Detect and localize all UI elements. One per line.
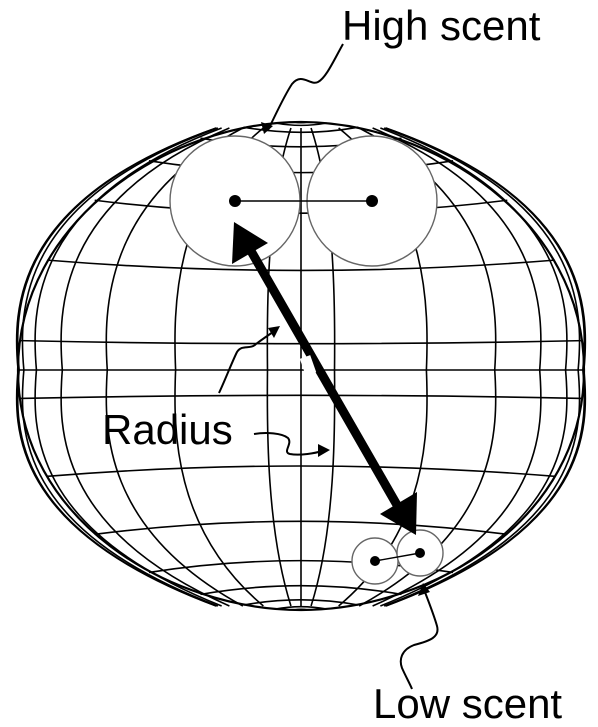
longitude-line bbox=[358, 127, 497, 607]
radius-leader-lower-arrowhead bbox=[318, 444, 330, 457]
high-scent-label: High scent bbox=[342, 2, 541, 49]
sphere-outline bbox=[16, 120, 586, 612]
longitude-line bbox=[105, 127, 244, 607]
longitude-line bbox=[60, 127, 230, 607]
low-scent-leader-arrowhead bbox=[418, 583, 430, 596]
longitude-line bbox=[21, 127, 219, 607]
high-scent-center-right bbox=[366, 195, 378, 207]
low-scent-leader bbox=[399, 586, 439, 690]
radius-leader-upper-arrowhead bbox=[268, 326, 280, 338]
low-scent-connector bbox=[374, 552, 421, 562]
low-scent-label: Low scent bbox=[373, 680, 562, 727]
longitude-line bbox=[372, 127, 542, 607]
high-scent-leader-arrowhead bbox=[261, 122, 273, 134]
radius-arrowhead-top bbox=[232, 222, 268, 264]
high-scent-leader bbox=[267, 43, 344, 131]
radius-leader-upper bbox=[218, 329, 277, 394]
high-scent-center-left bbox=[229, 195, 241, 207]
radius-leader-lower bbox=[253, 432, 323, 456]
low-scent-center-left bbox=[370, 556, 380, 566]
low-scent-center-right bbox=[415, 548, 425, 558]
radius-label: Radius bbox=[102, 406, 233, 453]
radius-arrowhead-bottom bbox=[380, 492, 417, 535]
longitude-line bbox=[385, 127, 586, 607]
radius-arrow bbox=[232, 222, 417, 535]
longitude-line bbox=[16, 127, 217, 607]
longitude-line bbox=[383, 127, 581, 607]
sphere-wireframe bbox=[15, 121, 587, 611]
